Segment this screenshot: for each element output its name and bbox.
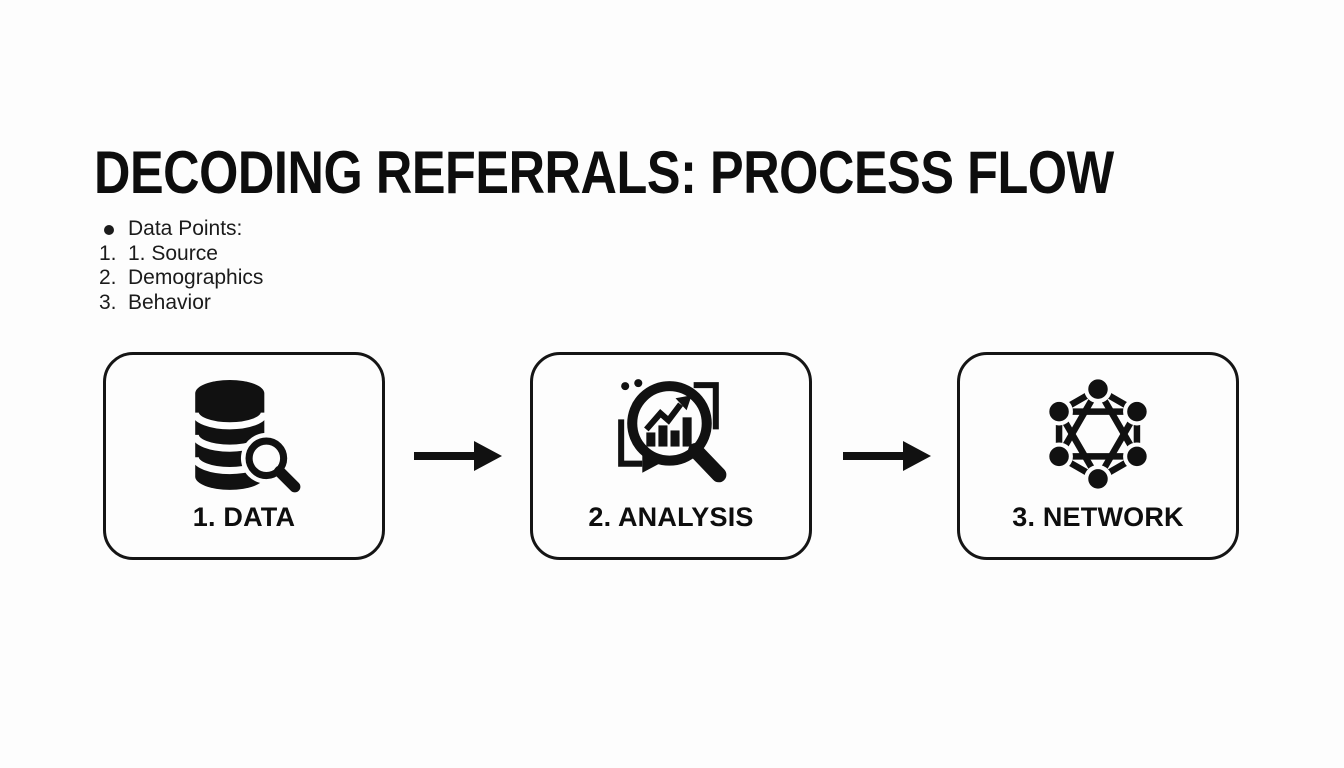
flow-arrow-icon xyxy=(414,439,502,473)
page-title: DECODING REFERRALS: PROCESS FLOW xyxy=(94,139,1114,206)
list-item: 1. 1. Source xyxy=(99,241,218,265)
step-label: 1. DATA xyxy=(192,502,296,532)
step-label: 2. ANALYSIS xyxy=(588,502,754,532)
list-item: 2. Demographics xyxy=(99,266,264,290)
flow-step-data: 1. DATA xyxy=(103,352,385,560)
flow-step-network: 3. NETWORK xyxy=(957,352,1239,560)
flow-step-analysis: 2. ANALYSIS xyxy=(530,352,812,560)
list-item: 3. Behavior xyxy=(99,290,211,314)
notes-heading: Data Points: xyxy=(128,217,243,240)
database-search-icon xyxy=(183,377,305,501)
network-graph-icon xyxy=(1039,375,1157,493)
flow-arrow-icon xyxy=(843,439,931,473)
bullet-icon xyxy=(99,217,128,242)
notes-list: Data Points: 1. 1. Source 2. Demographic… xyxy=(99,217,263,315)
notes-heading-line: Data Points: xyxy=(99,217,263,242)
step-label: 3. NETWORK xyxy=(1012,502,1184,532)
chart-magnifier-icon xyxy=(598,371,744,507)
